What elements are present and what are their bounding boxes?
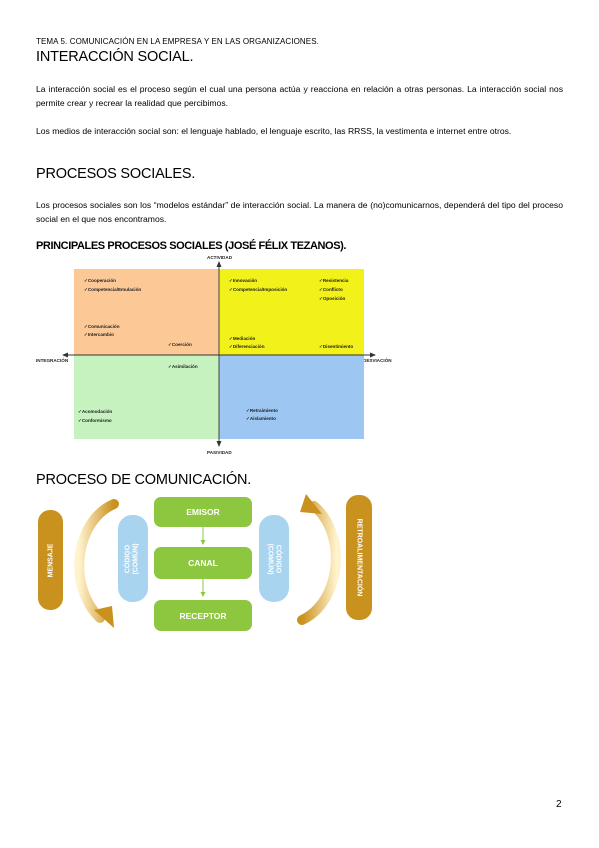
quadrant-item: ✓Competencia/Emulación <box>84 287 142 292</box>
quadrant-item: ✓Diferenciación <box>229 344 265 349</box>
quadrant-item: ✓Innovación <box>229 278 258 283</box>
quadrant-top-left <box>74 269 219 355</box>
quadrant-bottom-right <box>219 355 364 439</box>
diagram-arrows <box>74 494 341 628</box>
left-arrow-head <box>94 606 114 628</box>
axis-label-actividad: ACTIVIDAD <box>207 255 233 260</box>
section-title-interaccion: INTERACCIÓN SOCIAL. <box>36 49 194 65</box>
codigo-right-sub: (COMÚN) <box>267 542 275 575</box>
right-arrow-head <box>300 494 322 514</box>
subtitle-principales-procesos: PRINCIPALES PROCESOS SOCIALES (JOSÉ FÉLI… <box>36 240 347 252</box>
codigo-right-label: CÓDIGO <box>275 544 283 573</box>
mensaje-pill: MENSAJE <box>38 510 63 610</box>
quadrant-item: ✓Conflicto <box>319 287 343 292</box>
quadrant-item: ✓Retraimiento <box>246 408 278 413</box>
codigo-right-pill: CÓDIGO (COMÚN) <box>259 515 289 602</box>
mensaje-label: MENSAJE <box>47 543 54 577</box>
codigo-left-pill: CÓDIGO (COMÚN) <box>118 515 148 602</box>
quadrant-item: ✓Mediación <box>229 336 256 341</box>
page-number: 2 <box>556 799 562 810</box>
quadrant-item: ✓Cooperación <box>84 278 116 283</box>
canal-box: CANAL <box>154 547 252 579</box>
paragraph-interaccion-1: La interacción social es el proceso segú… <box>36 84 563 108</box>
communication-process-diagram: EMISOR CANAL RECEPTOR CÓDIGO (COMÚN) CÓD… <box>36 490 386 635</box>
quadrant-item: ✓Resistencia <box>319 278 349 283</box>
retroalimentacion-pill: RETROALIMENTACIÓN <box>346 495 372 620</box>
section-title-comunicacion: PROCESO DE COMUNICACIÓN. <box>36 472 252 488</box>
quadrant-item: ✓Asimilación <box>168 364 198 369</box>
quadrant-item: ✓Acomodación <box>78 409 113 414</box>
quadrant-item: ✓Disentimiento <box>319 344 354 349</box>
quadrant-item: ✓Intercambio <box>84 332 114 337</box>
quadrant-item: ✓Coerción <box>168 342 192 347</box>
document-header: TEMA 5. COMUNICACIÓN EN LA EMPRESA Y EN … <box>36 37 320 46</box>
paragraph-procesos: Los procesos sociales son los “modelos e… <box>36 200 563 224</box>
quadrant-axes <box>62 261 376 447</box>
receptor-box: RECEPTOR <box>154 600 252 631</box>
quadrant-top-right <box>219 269 364 355</box>
quadrant-item: ✓Aislamiento <box>246 416 276 421</box>
axis-label-integracion: INTEGRACIÓN <box>36 358 69 363</box>
quadrant-item: ✓Oposición <box>319 296 346 301</box>
emisor-box: EMISOR <box>154 497 252 527</box>
social-processes-quadrant: ACTIVIDAD PASIVIDAD INTEGRACIÓN DESVIACI… <box>36 253 401 458</box>
section-title-procesos: PROCESOS SOCIALES. <box>36 166 196 182</box>
quadrant-item: ✓Competencia/Imposición <box>229 287 288 292</box>
paragraph-interaccion-2: Los medios de interacción social son: el… <box>36 126 512 136</box>
axis-label-pasividad: PASIVIDAD <box>207 450 232 455</box>
quadrant-item: ✓Comunicación <box>84 324 120 329</box>
axis-label-desviacion: DESVIACIÓN <box>363 358 392 363</box>
retroalimentacion-label: RETROALIMENTACIÓN <box>355 518 363 597</box>
quadrant-bottom-left <box>74 355 219 439</box>
quadrant-item: ✓Conformismo <box>78 418 112 423</box>
codigo-left-sub: (COMÚN) <box>133 542 141 575</box>
